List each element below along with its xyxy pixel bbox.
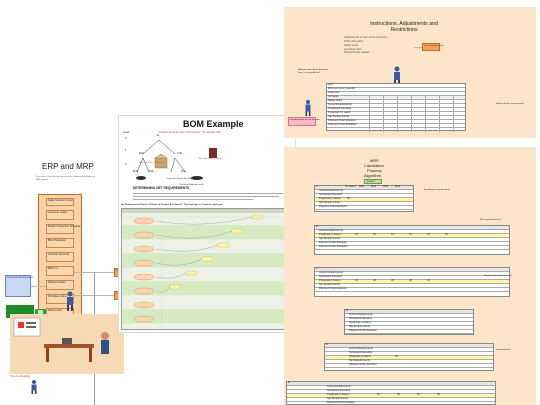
- bom-note: Legs attached to the table top: [167, 178, 196, 180]
- mrp-level-badge[interactable]: Level 0: [364, 179, 382, 184]
- mrp-panel: MRP Calculation Process Algorithm Level …: [284, 147, 536, 405]
- mrp-table-f: E Gross Requirements Scheduled Receipts …: [286, 381, 496, 405]
- erp-bottom-note: The job scheduling: [10, 375, 31, 378]
- person-icon: [30, 380, 38, 394]
- bom-section-title: DETERMINING NET REQUIREMENTS: [133, 186, 190, 190]
- instructions-left-callout[interactable]: Item description time for the order: [288, 117, 320, 126]
- bom-level: 1: [125, 149, 127, 152]
- instructions-bullets: Lead time for an item is the time from..…: [344, 36, 389, 55]
- erp-connector: [31, 286, 46, 287]
- mrp-table-b: B Gross Requirements Projected on Hand 1…: [314, 225, 510, 255]
- person-icon: [65, 291, 75, 311]
- mrp-table-e: D Gross Requirements Scheduled Receipts …: [324, 343, 494, 371]
- mrp-note: Net requirements for C: [480, 219, 503, 221]
- bom-section-text: [133, 192, 283, 202]
- instructions-title: Instructions, Adjustments and Restrictio…: [370, 21, 438, 34]
- mrp-subtitle: Algorithm: [364, 173, 381, 178]
- mrp-subtitle: Process: [367, 168, 382, 173]
- erp-panel: ERP and MRP The slides in this section f…: [0, 134, 133, 405]
- instructions-right-note: Safety stock to carry forward: [496, 103, 524, 105]
- erp-flow-diagram: Sales forecast by item Customer orders M…: [38, 194, 98, 324]
- mrp-note: Lead time for E: [496, 349, 511, 351]
- bom-title: BOM Example: [183, 119, 244, 129]
- bom-node: A: [157, 134, 159, 137]
- erp-flow-box[interactable]: MRP run: [46, 266, 74, 276]
- erp-flow-box[interactable]: Master Production Schedule: [46, 224, 81, 234]
- bom-node: E(2): [149, 170, 154, 173]
- bom-note: Stick with Two "C" Rings: [139, 162, 163, 164]
- desk-scene-icon: [10, 314, 124, 374]
- mrp-table-a: A On Hand Wk1 Wk2 Wk3 Wk4 Gross Requirem…: [314, 185, 414, 212]
- bom-node: D(1): [133, 170, 139, 173]
- erp-flow-box[interactable]: Sales forecast by item: [46, 198, 74, 206]
- mrp-title: MRP: [370, 158, 379, 163]
- person-icon: [304, 100, 312, 116]
- bom-level: 2: [125, 163, 127, 166]
- bom-level: 0: [125, 137, 127, 140]
- bom-tree: [131, 134, 231, 186]
- mrp-note: Item A gross requirements: [424, 189, 450, 191]
- mrp-table-d: D Gross Requirements Scheduled Receipts …: [344, 309, 474, 335]
- instructions-left-note: Minimum quantity for the order: Item 1 t…: [298, 69, 329, 74]
- bom-panel: BOM Example Product structure tree "Comp…: [118, 115, 296, 333]
- erp-flow-box[interactable]: Bill of Materials: [46, 238, 74, 248]
- instructions-side-note[interactable]: Gross to net inventory: [422, 43, 444, 51]
- erp-intro-text: The slides in this section focus on the …: [36, 176, 95, 181]
- erp-flow-box[interactable]: Customer orders: [46, 210, 74, 220]
- mrp-subtitle: Calculation: [364, 163, 384, 168]
- bom-node: B(2): [139, 152, 144, 155]
- instructions-connector: [414, 47, 422, 48]
- bom-grid-title: Net Requirements Plan for 50 Units of Pr…: [121, 204, 223, 206]
- bom-node: C(3): [177, 152, 183, 155]
- bom-node: F(1): [181, 170, 186, 173]
- bom-subtitle: Product structure tree "Components" (A) …: [159, 131, 221, 134]
- erp-title: ERP and MRP: [42, 162, 94, 171]
- erp-flow-box[interactable]: Planned orders: [46, 280, 74, 290]
- erp-demand-box[interactable]: Demand Management: [5, 275, 33, 297]
- instructions-panel: Instructions, Adjustments and Restrictio…: [284, 7, 536, 138]
- bom-level-label: Level: [123, 131, 130, 134]
- bom-net-requirements-grid: [121, 208, 294, 331]
- bom-caption: The Bill of Materials for A: [179, 184, 204, 186]
- mrp-note: Planned order releases for D: [484, 275, 512, 277]
- mrp-table-c: C Gross Requirements Scheduled Receipts …: [314, 267, 510, 297]
- instructions-mrp-table: Item: Minimum order quantity: Lead time:…: [326, 83, 466, 132]
- erp-flow-box[interactable]: Inventory Records: [46, 252, 74, 262]
- erp-flow-box[interactable]: Purchase orders: [46, 294, 74, 304]
- bom-note: Box with Four "D" Rings: [199, 158, 223, 160]
